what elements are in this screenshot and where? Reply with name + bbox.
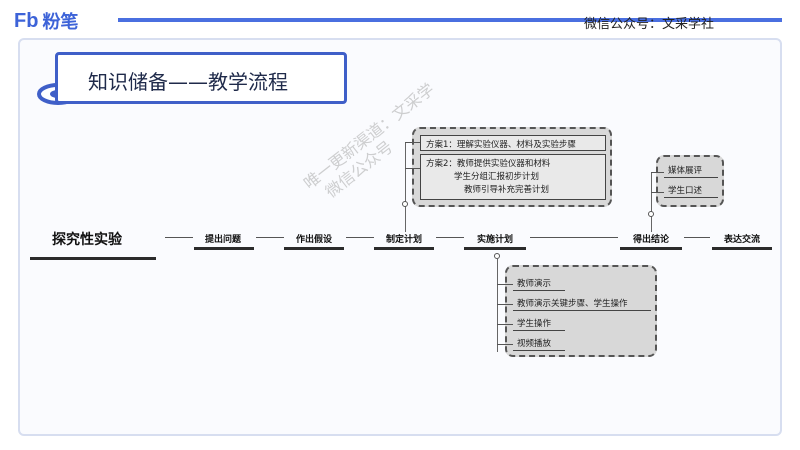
conclusion-item: 学生口述: [668, 186, 703, 196]
connector-dot: [494, 253, 500, 259]
connector-line: [436, 237, 464, 238]
bracket-line: [497, 344, 513, 345]
item-underline: [513, 290, 565, 291]
plan-option2-line: 学生分组汇报初步计划: [454, 172, 540, 182]
section-title: 知识储备——教学流程: [88, 70, 288, 94]
implementation-detail-box: [505, 265, 657, 357]
item-underline: [513, 350, 565, 351]
stage-ask-question: 提出问题: [204, 235, 241, 245]
connector-line: [165, 237, 193, 238]
bracket-line: [405, 142, 420, 143]
item-underline: [664, 197, 718, 198]
item-underline: [513, 330, 565, 331]
conclusion-detail-box: [656, 155, 724, 207]
section-title-card: 知识储备——教学流程: [55, 52, 347, 104]
bracket-line: [497, 304, 513, 305]
flow-root-underline: [30, 257, 156, 260]
bracket-line: [651, 192, 664, 193]
conclusion-item: 媒体展评: [668, 166, 703, 176]
item-underline: [664, 177, 718, 178]
plan-option2-line: 方案2：教师提供实验仪器和材料: [426, 159, 551, 169]
flow-root: 探究性实验: [52, 232, 122, 248]
bracket-line: [405, 168, 420, 169]
connector-line: [530, 237, 618, 238]
slide-frame: [18, 38, 782, 436]
stage-underline: [194, 247, 254, 250]
stage-underline: [620, 247, 682, 250]
stage-make-plan: 制定计划: [385, 235, 422, 245]
connector-dot: [648, 211, 654, 217]
brand-logo: Fb 粉笔: [14, 8, 78, 34]
implementation-item: 视频播放: [517, 339, 552, 349]
implementation-item: 教师演示关键步骤、学生操作: [517, 299, 628, 309]
bracket-line: [497, 259, 498, 352]
plan-option1: 方案1：理解实验仪器、材料及实验步骤: [426, 140, 576, 150]
header-bar: [118, 18, 782, 22]
plan-option1-box: [420, 135, 606, 151]
connector-line: [684, 237, 710, 238]
connector-line: [256, 237, 284, 238]
plan-option2-box: [420, 154, 606, 200]
bracket-line: [405, 142, 406, 204]
connector-line: [346, 237, 374, 238]
brand-name: 粉笔: [42, 12, 79, 33]
bracket-line: [497, 324, 513, 325]
connector-dot: [402, 201, 408, 207]
connector-line: [405, 206, 406, 232]
stage-expression: 表达交流: [723, 235, 760, 245]
bracket-line: [651, 172, 652, 232]
stage-implement-plan: 实施计划: [476, 235, 513, 245]
stage-underline: [712, 247, 772, 250]
implementation-item: 学生操作: [517, 319, 552, 329]
stage-conclusion: 得出结论: [632, 235, 669, 245]
stage-underline: [284, 247, 344, 250]
implementation-item: 教师演示: [517, 279, 552, 289]
plan-option2-line: 教师引导补充完善计划: [464, 185, 550, 195]
brand-mark: Fb: [14, 9, 39, 32]
stage-underline: [464, 247, 526, 250]
bracket-line: [651, 172, 664, 173]
item-underline: [513, 310, 651, 311]
bracket-line: [497, 284, 513, 285]
stage-hypothesis: 作出假设: [295, 235, 332, 245]
stage-underline: [374, 247, 434, 250]
wechat-credit: 微信公众号：文采学社: [584, 17, 715, 32]
